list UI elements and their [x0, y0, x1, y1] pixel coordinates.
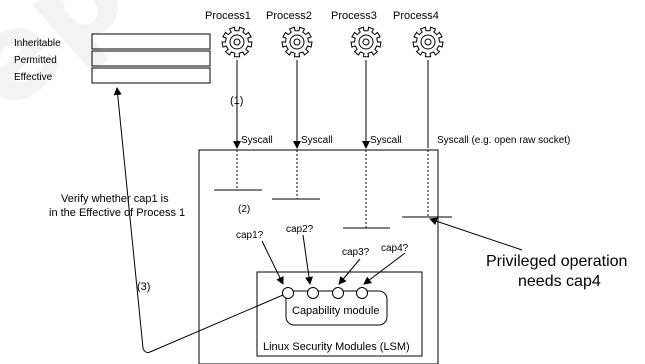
process3-gear-icon [350, 26, 382, 58]
process2-gear-icon [281, 26, 313, 58]
step-3-label: (3) [137, 281, 150, 293]
process2-label: Process2 [266, 10, 312, 22]
lsm-label: Linux Security Modules (LSM) [263, 341, 410, 353]
privileged-note-line-1: Privileged operation [486, 253, 627, 270]
cap4-query-arrow [363, 252, 406, 285]
kernel-box [198, 149, 439, 364]
process1-label: Process1 [205, 10, 251, 22]
capability-module-label: Capability module [292, 305, 379, 317]
capability-port-3 [332, 287, 344, 299]
cap3-query: cap3? [342, 247, 370, 258]
cap-set-label-inheritable: Inheritable [14, 38, 61, 49]
cap2-query: cap2? [286, 224, 314, 235]
syscall-label-2: Syscall [301, 135, 333, 146]
cap1-query-arrow [261, 240, 284, 285]
cap4-query: cap4? [381, 243, 409, 254]
cap-set-label-effective: Effective [14, 72, 53, 83]
step-2-label: (2) [238, 204, 250, 215]
verify-note-line-2: in the Effective of Process 1 [49, 207, 185, 219]
capability-port-2 [307, 287, 319, 299]
verify-arrow [113, 87, 284, 353]
cap1-query: cap1? [236, 230, 264, 241]
process4-gear-icon [412, 26, 444, 58]
process4-label: Process4 [393, 10, 439, 22]
syscall-label-3: Syscall [370, 135, 402, 146]
capability-port-1 [282, 287, 294, 299]
process1-gear-icon [221, 26, 253, 58]
capability-port-4 [356, 287, 368, 299]
effective-set-box [91, 67, 211, 84]
lsm-box [256, 271, 423, 357]
cap2-query-arrow [302, 234, 313, 285]
inheritable-set-box [91, 33, 211, 50]
step-1-label: (1) [230, 95, 243, 107]
privileged-note-arrow [429, 217, 523, 251]
privileged-note-line-2: needs cap4 [518, 273, 601, 290]
permitted-set-box [91, 50, 211, 67]
verify-note-line-1: Verify whether cap1 is [61, 193, 169, 205]
cap-set-label-permitted: Permitted [14, 55, 57, 66]
syscall-label-1: Syscall [241, 135, 273, 146]
process3-label: Process3 [331, 10, 377, 22]
syscall-label-4: Syscall (e.g. open raw socket) [437, 135, 570, 146]
